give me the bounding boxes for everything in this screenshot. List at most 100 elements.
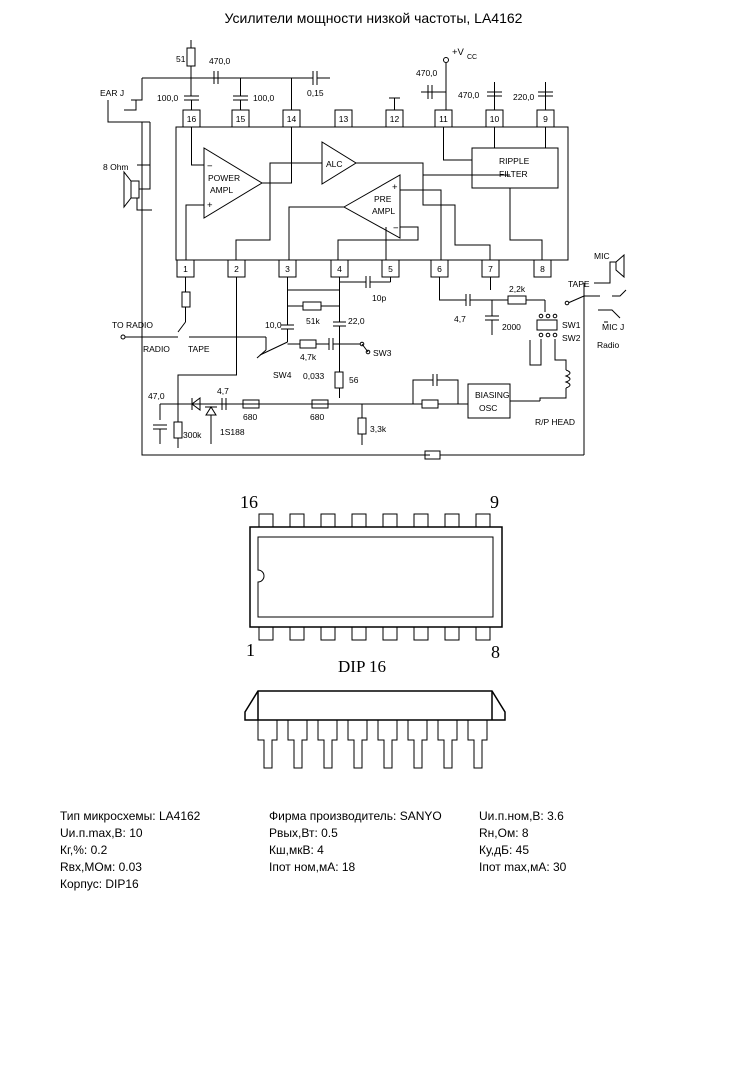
biasing-osc-label-2: OSC bbox=[479, 403, 497, 413]
alc-label: ALC bbox=[326, 159, 343, 169]
spec-rload: Rн,Ом: 8 bbox=[479, 826, 529, 840]
pin-label-3: 3 bbox=[285, 264, 290, 274]
spec-pout: Рвых,Вт: 0.5 bbox=[269, 826, 338, 840]
comp-c0033: 0,033 bbox=[303, 371, 325, 381]
pin-label-6: 6 bbox=[437, 264, 442, 274]
tape-right-label: TAPE bbox=[568, 279, 590, 289]
pin-label-2: 2 bbox=[234, 264, 239, 274]
sw1-label: SW1 bbox=[562, 320, 581, 330]
pin-label-16: 16 bbox=[187, 114, 197, 124]
comp-d1s188: 1S188 bbox=[220, 427, 245, 437]
sw2-label: SW2 bbox=[562, 333, 581, 343]
comp-r680a: 680 bbox=[243, 412, 257, 422]
spec-chip-type: Тип микросхемы: LA4162 bbox=[60, 809, 201, 823]
ripple-filter-block bbox=[471, 147, 559, 189]
tape-left-label: TAPE bbox=[188, 344, 210, 354]
internal-wiring bbox=[185, 127, 546, 260]
pin-label-15: 15 bbox=[236, 114, 246, 124]
pre-amp-label-2: AMPL bbox=[372, 206, 395, 216]
radio-left-label: RADIO bbox=[143, 344, 170, 354]
comp-r680b: 680 bbox=[310, 412, 324, 422]
ear-jack-label: EAR J bbox=[100, 88, 124, 98]
pin-label-4: 4 bbox=[337, 264, 342, 274]
spec-package: Корпус: DIP16 bbox=[60, 877, 139, 891]
power-amp-label-2: AMPL bbox=[210, 185, 233, 195]
vcc-sub-label: CC bbox=[467, 54, 477, 61]
pin-label-14: 14 bbox=[287, 114, 297, 124]
power-amp-label-1: POWER bbox=[208, 173, 240, 183]
comp-c10p: 10p bbox=[372, 293, 386, 303]
spec-gain: Ку,дБ: 45 bbox=[479, 843, 530, 857]
comp-c220-9: 220,0 bbox=[513, 92, 535, 102]
comp-c470-top: 470,0 bbox=[209, 56, 231, 66]
ripple-filter-label-2: FILTER bbox=[499, 169, 528, 179]
pin-label-12: 12 bbox=[390, 114, 400, 124]
pin-label-9: 9 bbox=[543, 114, 548, 124]
comp-c10-0: 10,0 bbox=[265, 320, 282, 330]
ripple-filter-label-1: RIPPLE bbox=[499, 156, 530, 166]
ic-body bbox=[175, 126, 569, 261]
comp-c2000: 2000 bbox=[502, 322, 521, 332]
comp-r300k: 300k bbox=[183, 430, 202, 440]
comp-c015: 0,15 bbox=[307, 88, 324, 98]
pin-label-13: 13 bbox=[339, 114, 349, 124]
svg-text:−: − bbox=[207, 161, 213, 172]
radio-right-label: Radio bbox=[597, 340, 619, 350]
spec-kg: Кг,%: 0.2 bbox=[60, 843, 108, 857]
spec-rin: Rвх,МОм: 0.03 bbox=[60, 860, 142, 874]
bottom-external-circuit bbox=[120, 253, 627, 448]
pre-amp-block bbox=[342, 174, 401, 239]
comp-c470-10: 470,0 bbox=[458, 90, 480, 100]
spec-uip-nom: Uи.п.ном,В: 3.6 bbox=[479, 809, 564, 823]
dip16-package-side bbox=[244, 690, 506, 769]
speaker bbox=[130, 180, 140, 199]
comp-c100-a: 100,0 bbox=[157, 93, 179, 103]
svg-text:+: + bbox=[207, 200, 213, 211]
pre-amp-label-1: PRE bbox=[374, 194, 392, 204]
pin-label-11: 11 bbox=[439, 114, 448, 124]
mic-label: MIC bbox=[594, 251, 610, 261]
power-amp-block bbox=[203, 147, 263, 219]
comp-c4-7: 4,7 bbox=[217, 386, 229, 396]
dip-pin1-label: 1 bbox=[246, 640, 255, 660]
pin-label-10: 10 bbox=[490, 114, 500, 124]
spec-ipot-max: Iпот max,мА: 30 bbox=[479, 860, 567, 874]
pin-label-7: 7 bbox=[488, 264, 493, 274]
speaker-label: 8 Ohm bbox=[103, 162, 129, 172]
page-title: Усилители мощности низкой частоты, LA416… bbox=[224, 10, 523, 26]
comp-r51k: 51k bbox=[306, 316, 320, 326]
spec-ipot-nom: Iпот ном,мА: 18 bbox=[269, 860, 356, 874]
comp-r22k: 2,2k bbox=[509, 284, 526, 294]
pin-label-5: 5 bbox=[388, 264, 393, 274]
dip-pin8-label: 8 bbox=[491, 642, 500, 662]
dip16-package-top bbox=[249, 513, 503, 641]
sw4-label: SW4 bbox=[273, 370, 292, 380]
svg-text:−: − bbox=[393, 223, 399, 234]
comp-r47k: 4,7k bbox=[300, 352, 317, 362]
ic-bottom-pins bbox=[176, 259, 552, 278]
comp-c100-b: 100,0 bbox=[253, 93, 275, 103]
dip-package-label: DIP 16 bbox=[338, 657, 386, 676]
to-radio-label: TO RADIO bbox=[112, 320, 153, 330]
pin-label-1: 1 bbox=[183, 264, 188, 274]
svg-text:+: + bbox=[392, 182, 398, 193]
sw3-label: SW3 bbox=[373, 348, 392, 358]
rp-head-label: R/P HEAD bbox=[535, 417, 575, 427]
comp-r51: 51 bbox=[176, 54, 186, 64]
top-external-circuit bbox=[107, 40, 585, 460]
spec-noise: Кш,мкВ: 4 bbox=[269, 843, 324, 857]
comp-c470-vcc: 470,0 bbox=[416, 68, 438, 78]
comp-r56: 56 bbox=[349, 375, 359, 385]
comp-c47-7: 4,7 bbox=[454, 314, 466, 324]
comp-c22: 22,0 bbox=[348, 316, 365, 326]
comp-c47-0: 47,0 bbox=[148, 391, 165, 401]
spec-uip-max: Uи.п.max,В: 10 bbox=[60, 826, 143, 840]
mic-jack-label: MIC J bbox=[602, 322, 624, 332]
resistor-51 bbox=[186, 47, 196, 67]
biasing-osc-label-1: BIASING bbox=[475, 390, 509, 400]
pin-label-8: 8 bbox=[540, 264, 545, 274]
dip-pin9-label: 9 bbox=[490, 492, 499, 512]
comp-r33k: 3,3k bbox=[370, 424, 387, 434]
vcc-label: +V bbox=[452, 47, 465, 58]
